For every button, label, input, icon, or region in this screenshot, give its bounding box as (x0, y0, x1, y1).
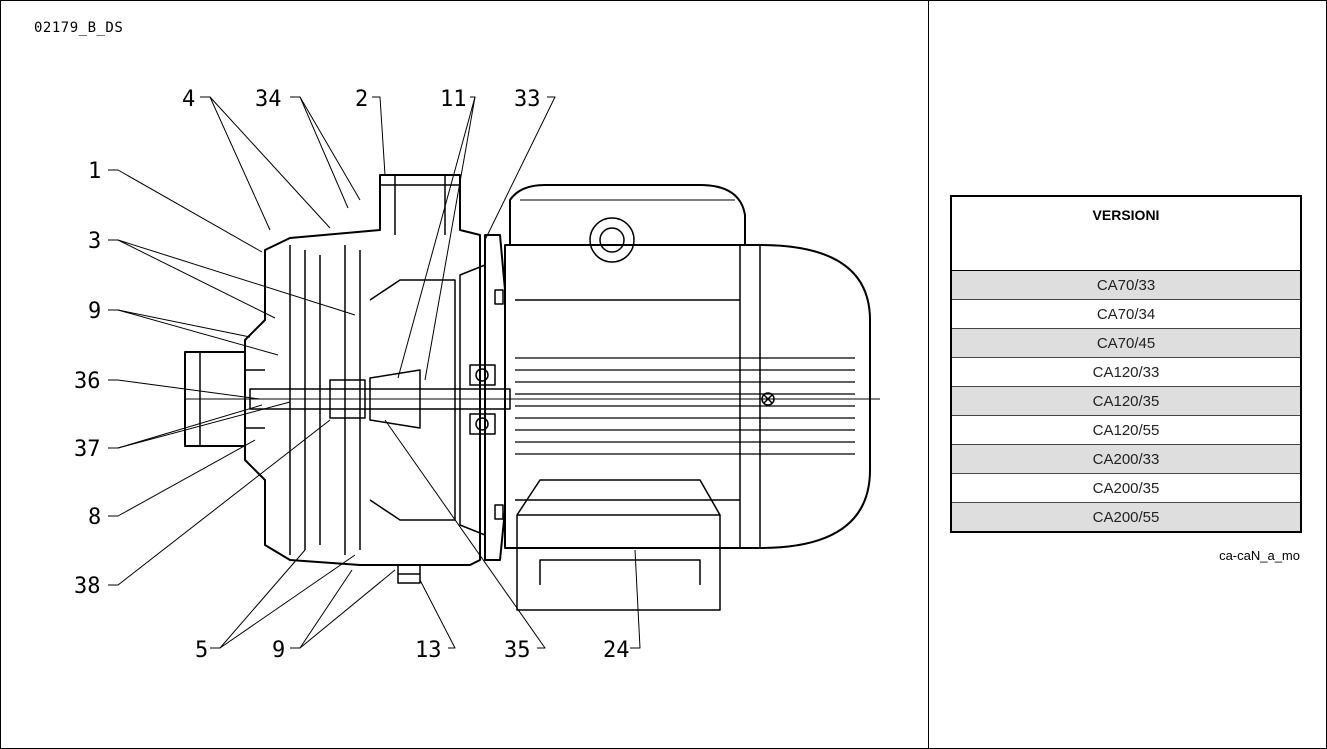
version-cell: CA120/35 (951, 386, 1301, 416)
callout-35: 35 (504, 638, 531, 663)
version-cell: CA200/35 (951, 473, 1301, 503)
callout-36: 36 (74, 369, 101, 394)
callout-33: 33 (514, 87, 541, 112)
versions-header-row: VERSIONI (951, 196, 1301, 271)
callout-2: 2 (355, 87, 368, 112)
versions-header: VERSIONI (951, 196, 1301, 271)
versions-table: VERSIONI CA70/33 CA70/34 CA70/45 CA120/3… (950, 195, 1302, 533)
table-row: CA200/55 (951, 502, 1301, 532)
pump-casing (244, 174, 481, 584)
callout-4: 4 (182, 87, 195, 112)
version-cell: CA120/33 (951, 357, 1301, 387)
bearing (469, 364, 496, 435)
table-row: CA70/34 (951, 299, 1301, 329)
version-cell: CA200/55 (951, 502, 1301, 532)
version-cell: CA70/33 (951, 270, 1301, 300)
callout-9-bottom: 9 (272, 638, 285, 663)
callout-1: 1 (88, 159, 101, 184)
table-row: CA120/35 (951, 386, 1301, 416)
callout-13: 13 (415, 638, 442, 663)
callout-5: 5 (195, 638, 208, 663)
callout-38: 38 (74, 574, 101, 599)
table-code: ca-caN_a_mo (1219, 548, 1300, 563)
table-row: CA200/33 (951, 444, 1301, 474)
callout-9-top: 9 (88, 299, 101, 324)
drawing-code: 02179_B_DS (34, 20, 124, 36)
callout-37: 37 (74, 437, 101, 462)
version-cell: CA200/33 (951, 444, 1301, 474)
callout-8: 8 (88, 505, 101, 530)
motor-body (504, 244, 871, 549)
table-row: CA120/33 (951, 357, 1301, 387)
terminal-box (509, 184, 746, 263)
callout-24: 24 (603, 638, 630, 663)
callout-11: 11 (440, 87, 467, 112)
motor-flange (459, 234, 506, 561)
version-cell: CA120/55 (951, 415, 1301, 445)
panel-divider (928, 0, 929, 749)
pump-section-drawing: 4 34 2 11 33 1 3 9 36 37 8 38 5 9 13 35 … (74, 87, 880, 663)
callout-34: 34 (255, 87, 282, 112)
table-row: CA120/55 (951, 415, 1301, 445)
version-cell: CA70/34 (951, 299, 1301, 329)
table-row: CA200/35 (951, 473, 1301, 503)
table-row: CA70/33 (951, 270, 1301, 300)
version-cell: CA70/45 (951, 328, 1301, 358)
leader-lines (108, 96, 641, 649)
motor-base (516, 479, 721, 611)
table-row: CA70/45 (951, 328, 1301, 358)
mechanical-seal (329, 369, 421, 429)
callout-3: 3 (88, 229, 101, 254)
shaft (249, 388, 511, 410)
